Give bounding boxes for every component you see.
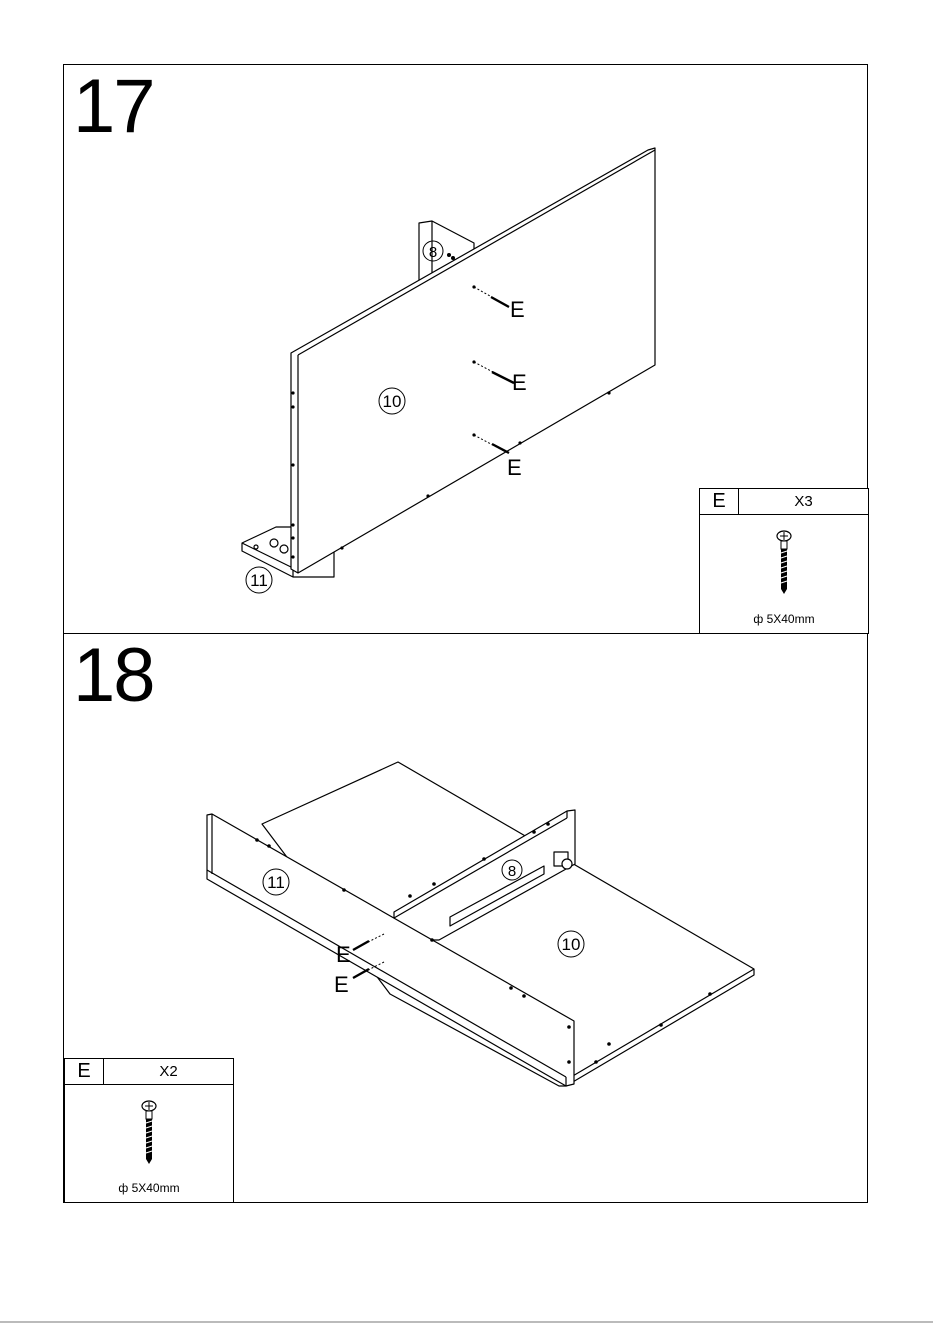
hardware-size: ф 5X40mm xyxy=(65,1181,233,1195)
callout-part-10: 10 xyxy=(562,935,581,954)
screw-label-e: E xyxy=(507,455,522,480)
callout-part-8: 8 xyxy=(508,863,516,880)
callout-part-8: 8 xyxy=(429,244,437,261)
screw-label-e: E xyxy=(512,370,527,395)
screw-label-e: E xyxy=(334,972,349,997)
hardware-quantity: X2 xyxy=(104,1059,233,1084)
callout-part-10: 10 xyxy=(383,392,402,411)
hardware-header: E X3 xyxy=(700,489,868,515)
screw-label-e: E xyxy=(510,297,525,322)
hardware-letter: E xyxy=(65,1059,104,1084)
hardware-box: E X2 ф 5X40mm xyxy=(64,1058,234,1203)
screw-icon xyxy=(140,1099,158,1164)
page-bottom-rule xyxy=(0,1321,933,1323)
callout-part-11: 11 xyxy=(250,571,268,590)
hardware-header: E X2 xyxy=(65,1059,233,1085)
screw-label-e: E xyxy=(336,942,351,967)
hardware-letter: E xyxy=(700,489,739,514)
screw-icon xyxy=(775,529,793,594)
hardware-box: E X3 ф 5X40mm xyxy=(699,488,869,634)
panel-10-shape xyxy=(291,148,655,573)
hardware-quantity: X3 xyxy=(739,489,868,514)
hardware-size: ф 5X40mm xyxy=(700,612,868,626)
step-17-panel: 17 xyxy=(63,64,868,634)
step-18-panel: 18 xyxy=(63,633,868,1203)
callout-part-11: 11 xyxy=(267,873,285,892)
